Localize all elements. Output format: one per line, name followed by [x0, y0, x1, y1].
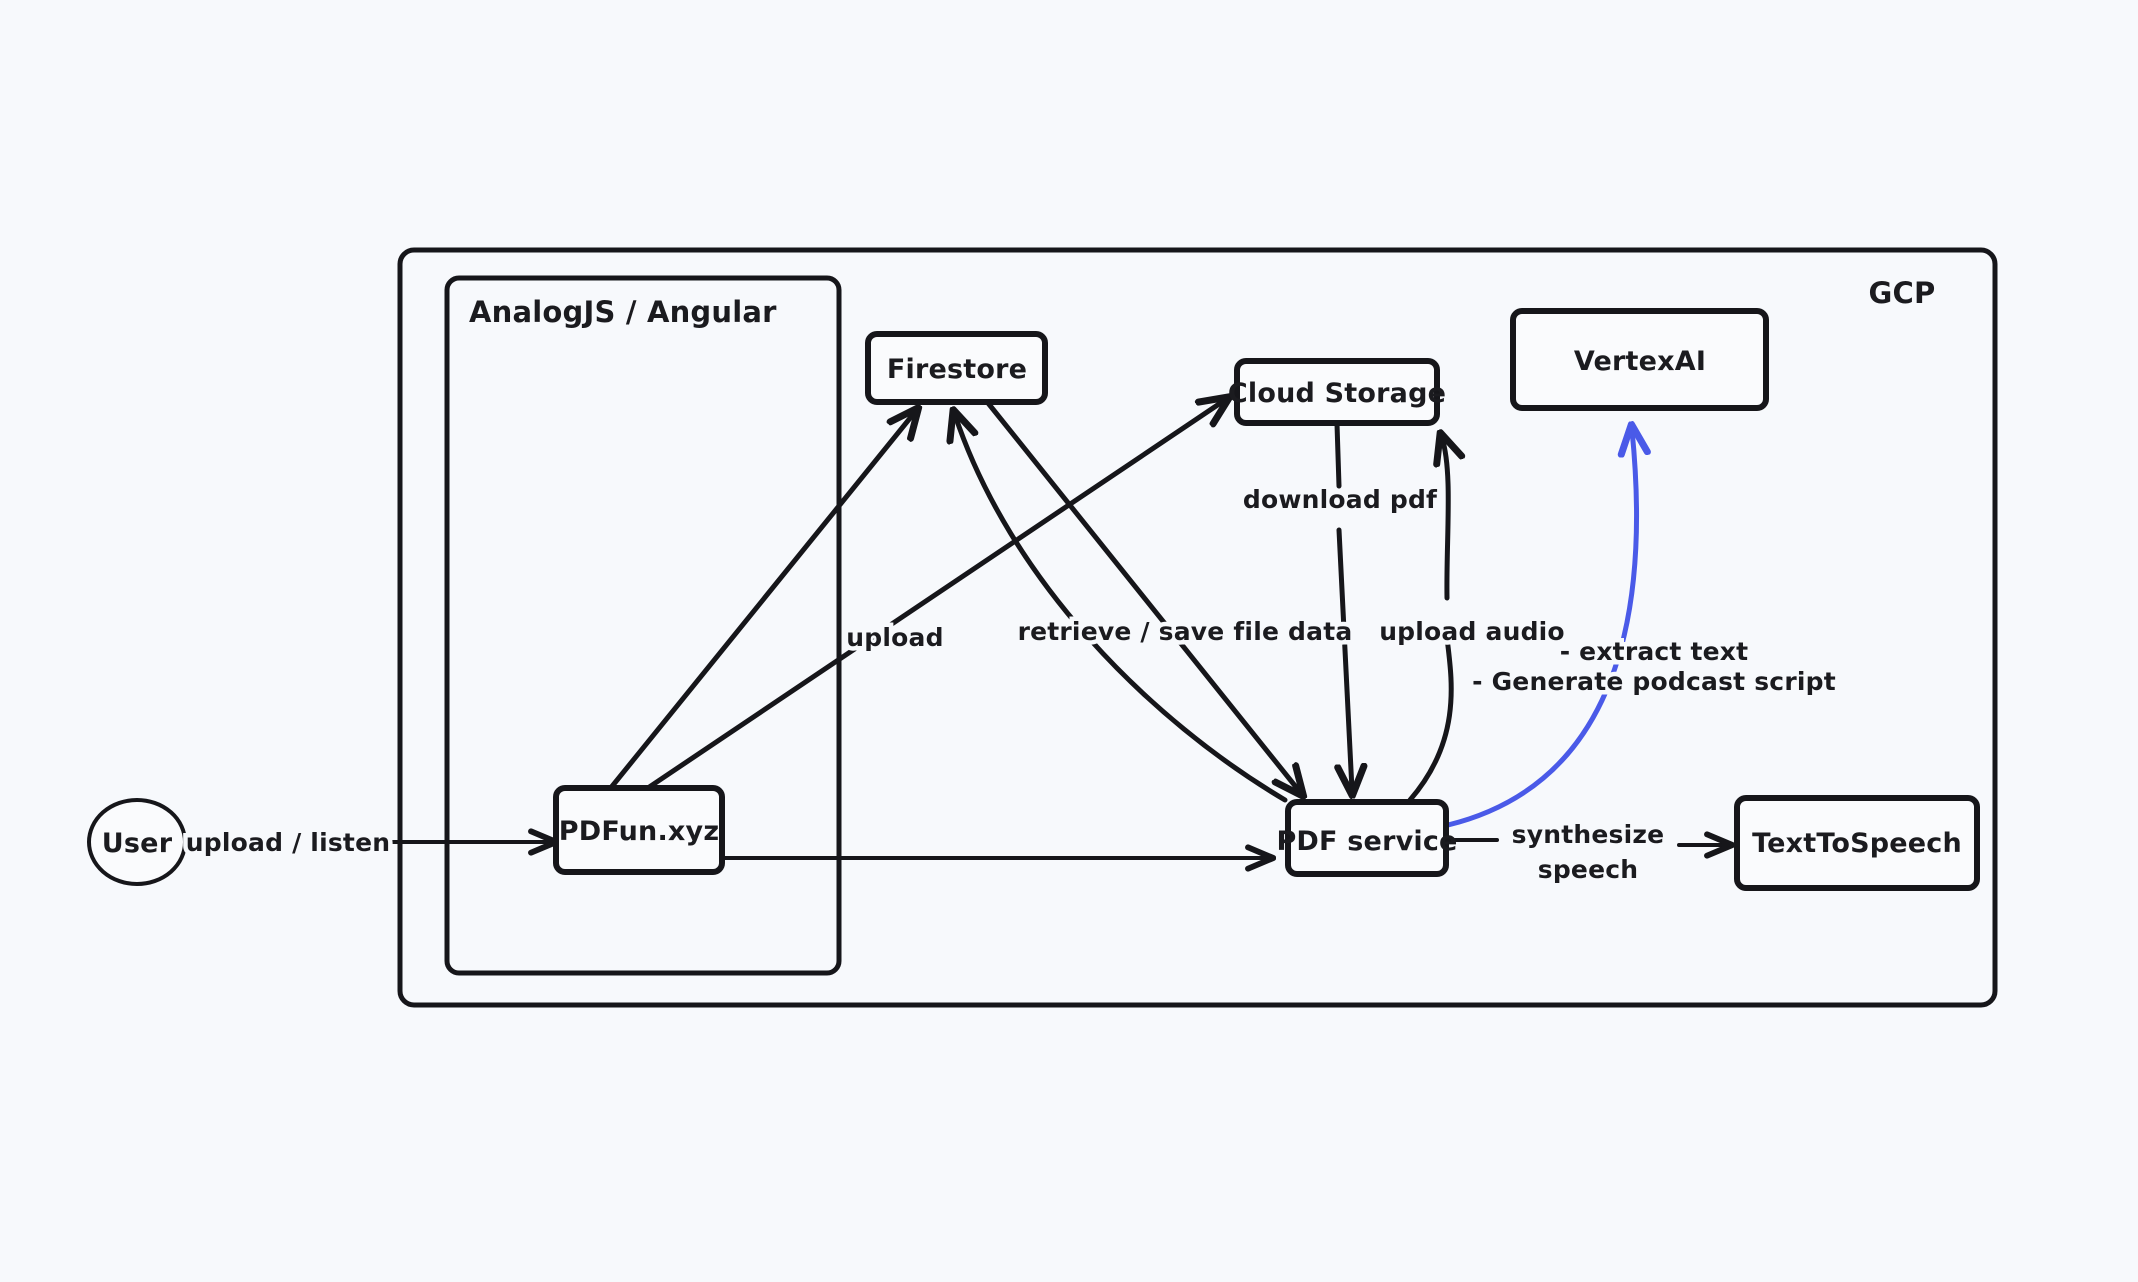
edge-label-download-pdf: download pdf: [1238, 481, 1442, 519]
gcp-boundary: GCP: [397, 247, 1998, 1008]
edge-cloud-storage-to-pdf-service: [1337, 421, 1352, 790]
edge-label-download-pdf-text: download pdf: [1243, 485, 1438, 514]
edge-pdf-service-to-cloud-storage: [1407, 635, 1454, 803]
node-firestore[interactable]: Firestore: [865, 331, 1048, 405]
edge-firestore-to-pdf-service: [985, 400, 1300, 792]
edge-label-user-to-pdfun: upload / listen: [181, 824, 394, 862]
edge-label-user-to-pdfun-text: upload / listen: [186, 828, 390, 857]
edge-pdf-service-to-firestore: [955, 415, 1288, 803]
edge-label-synthesize-speech: synthesize speech: [1507, 816, 1668, 889]
edge-label-retrieve-save-text: retrieve / save file data: [1018, 617, 1353, 646]
gcp-label: GCP: [1869, 276, 1936, 310]
edge-pdf-service-to-cloud-storage-head: [1442, 438, 1448, 601]
node-vertexai[interactable]: VertexAI: [1510, 308, 1769, 411]
edge-label-upload-audio-text: upload audio: [1379, 617, 1565, 646]
node-pdf-service[interactable]: PDF service: [1276, 799, 1457, 877]
edge-label-upload-audio: upload audio: [1375, 613, 1569, 651]
edge-label-upload: upload: [842, 619, 948, 657]
node-pdfun[interactable]: PDFun.xyz: [553, 785, 725, 875]
analogjs-label: AnalogJS / Angular: [469, 295, 777, 329]
node-text-to-speech[interactable]: TextToSpeech: [1734, 795, 1980, 891]
edge-label-generate-podcast-script: - Generate podcast script: [1472, 667, 1836, 696]
node-pdfun-label: PDFun.xyz: [559, 816, 720, 847]
edge-pdfun-to-firestore: [602, 412, 915, 798]
edge-label-extract-text: - extract text: [1560, 637, 1749, 666]
analogjs-boundary: AnalogJS / Angular: [444, 275, 842, 976]
edge-label-speech: speech: [1538, 855, 1639, 884]
edge-label-synthesize: synthesize: [1512, 820, 1665, 849]
node-pdf-service-label: PDF service: [1276, 826, 1457, 857]
node-text-to-speech-label: TextToSpeech: [1752, 828, 1962, 859]
node-firestore-label: Firestore: [887, 354, 1027, 385]
edge-label-upload-text: upload: [846, 623, 943, 652]
edge-label-vertexai-tasks: - extract text - Generate podcast script: [1468, 633, 1841, 701]
edge-label-retrieve-save: retrieve / save file data: [1013, 613, 1357, 651]
node-user[interactable]: User: [87, 798, 187, 886]
node-user-label: User: [102, 828, 173, 859]
edge-pdfun-to-cloud-storage: [627, 400, 1225, 803]
node-cloud-storage[interactable]: Cloud Storage: [1228, 358, 1446, 426]
edge-pdf-service-to-vertexai: [1445, 430, 1637, 828]
node-vertexai-label: VertexAI: [1574, 346, 1706, 377]
node-cloud-storage-label: Cloud Storage: [1228, 378, 1446, 409]
